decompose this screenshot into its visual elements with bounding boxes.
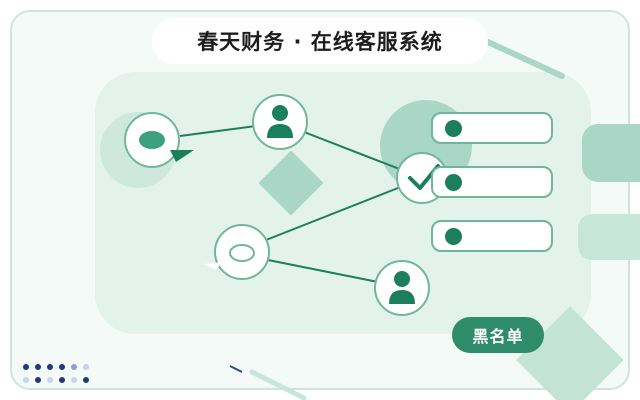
side-tab-bottom [578, 214, 640, 260]
link-chat2-agent2 [267, 259, 379, 283]
decor-diamond [258, 150, 324, 216]
decor-tick [229, 365, 243, 373]
speech-bubble-icon [139, 131, 165, 149]
status-dot [445, 120, 462, 137]
blacklist-button[interactable]: 黑名单 [452, 317, 544, 353]
link-agent-check [303, 131, 403, 171]
chat-node-top [124, 112, 194, 168]
bubble-tail [170, 150, 194, 162]
status-dot [445, 174, 462, 191]
link-chat-agent [179, 125, 257, 137]
user-avatar-icon [389, 271, 415, 304]
decor-slash-bottom [249, 369, 307, 400]
agent-node-bottom [374, 260, 430, 316]
decor-slash-top [485, 39, 565, 79]
list-item [431, 112, 553, 144]
user-avatar-icon [267, 105, 293, 138]
bubble-tail [204, 262, 222, 270]
dot-grid [23, 364, 89, 383]
agent-node-top [252, 94, 308, 150]
speech-bubble-icon [229, 244, 255, 262]
link-chat2-check [265, 187, 399, 241]
chat-node-middle [204, 224, 270, 280]
list-item [431, 166, 553, 198]
status-dot [445, 228, 462, 245]
side-tab-top [582, 124, 640, 182]
page-title: 春天财务 · 在线客服系统 [152, 18, 488, 64]
list-item [431, 220, 553, 252]
